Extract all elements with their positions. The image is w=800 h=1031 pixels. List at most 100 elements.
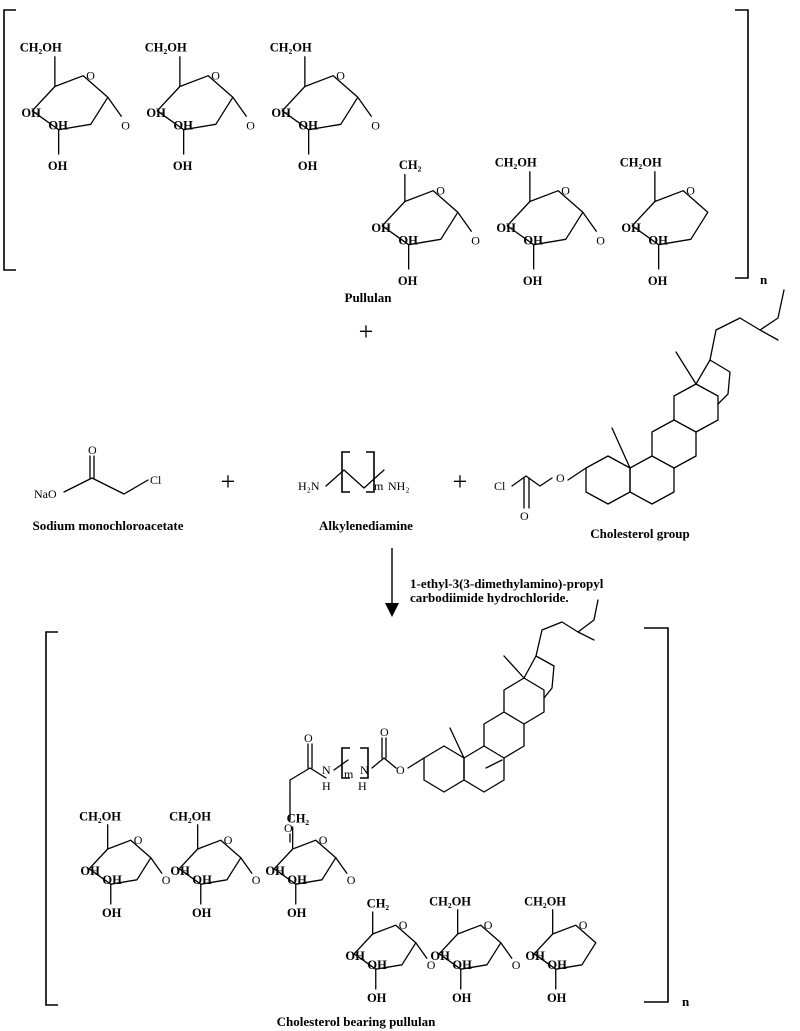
pullulan-right-bracket — [735, 9, 749, 279]
ether-o: O — [284, 821, 293, 835]
hydroxyl-oh: OH — [21, 106, 41, 120]
hydroxyl-oh: OH — [398, 274, 418, 288]
plus-sign-2: + — [221, 467, 236, 496]
hydroxyl-oh: OH — [452, 991, 472, 1005]
hydroxyl-oh: OH — [102, 906, 122, 920]
hydroxyl-oh: OH — [298, 159, 318, 173]
cl-atom-2: Cl — [494, 479, 506, 493]
hydroxyl-oh: OH — [430, 949, 450, 963]
ring-oxygen: O — [336, 69, 345, 83]
glycosidic-oxygen: O — [162, 873, 171, 887]
pullulan-label: Pullulan — [345, 290, 393, 305]
h2n-group: H₂N — [298, 479, 320, 493]
reagent-line-1: 1-ethyl-3(3-dimethylamino)-propyl — [410, 576, 604, 591]
ch2-group: CH₂ — [399, 158, 422, 172]
hydroxyl-oh: OH — [547, 991, 567, 1005]
ring-oxygen: O — [86, 69, 95, 83]
hydroxyl-oh: OH — [287, 873, 307, 887]
hydroxyl-oh: OH — [192, 873, 212, 887]
nh2-group: NH₂ — [388, 479, 410, 493]
carbamate-o: O — [380, 725, 389, 739]
glycosidic-oxygen: O — [121, 119, 130, 133]
ch2oh-group: CH₂OH — [495, 155, 537, 169]
ring-oxygen: O — [224, 833, 233, 847]
ch2oh-group: CH₂OH — [524, 894, 566, 908]
hydroxyl-oh: OH — [621, 221, 641, 235]
pullulan-left-bracket — [3, 9, 16, 271]
hydroxyl-oh: OH — [48, 119, 68, 133]
reagent-line-2: carbodiimide hydrochloride. — [410, 590, 569, 605]
glycosidic-oxygen: O — [596, 234, 605, 248]
hydroxyl-oh: OH — [371, 221, 391, 235]
nao-group: NaO — [34, 487, 57, 501]
product-label: Cholesterol bearing pullulan — [277, 1014, 436, 1029]
ring-oxygen: O — [686, 184, 695, 198]
glycosidic-bond — [107, 96, 122, 117]
glucose-ring: O CH₂OH OH OH OH — [620, 155, 709, 288]
alkylenediamine-label: Alkylenediamine — [319, 518, 413, 533]
hydroxyl-oh: OH — [170, 864, 190, 878]
glycosidic-oxygen: O — [347, 873, 356, 887]
hydroxyl-oh: OH — [648, 234, 668, 248]
hydroxyl-oh: OH — [547, 958, 567, 972]
pullulan-repeat-n: n — [760, 272, 768, 287]
hydroxyl-oh: OH — [367, 958, 387, 972]
carbamate-n: N — [360, 763, 369, 777]
cholesterol-chloroformate-structure: Cl O O — [494, 289, 785, 523]
ch2-group: CH₂ — [287, 812, 310, 826]
hydroxyl-oh: OH — [398, 234, 418, 248]
glucose-ring-bonds — [381, 190, 459, 246]
glycosidic-bond — [240, 857, 253, 874]
carbonyl-o-2: O — [520, 509, 529, 523]
ring-oxygen: O — [579, 918, 588, 932]
ring-oxygen: O — [134, 833, 143, 847]
hydroxyl-oh: OH — [173, 119, 193, 133]
ring-oxygen: O — [211, 69, 220, 83]
glucose-ring-bonds — [631, 190, 709, 246]
product-left-bracket — [45, 631, 58, 1006]
carbonyl-o: O — [88, 443, 97, 457]
hydroxyl-oh: OH — [173, 159, 193, 173]
glycosidic-bond — [457, 211, 472, 232]
glycosidic-bond — [357, 96, 372, 117]
hydroxyl-oh: OH — [80, 864, 100, 878]
ch2oh-group: CH₂OH — [145, 40, 187, 54]
hydroxyl-oh: OH — [496, 221, 516, 235]
cholesterol-group-label: Cholesterol group — [590, 526, 690, 541]
glycosidic-bond — [150, 857, 163, 874]
sodium-monochloroacetate-label: Sodium monochloroacetate — [32, 518, 183, 533]
glycosidic-oxygen: O — [471, 234, 480, 248]
glycosidic-oxygen: O — [371, 119, 380, 133]
glycosidic-oxygen: O — [246, 119, 255, 133]
ch2oh-group: CH₂OH — [79, 809, 121, 823]
ch2-group: CH₂ — [367, 897, 390, 911]
ch2oh-group: CH₂OH — [620, 155, 662, 169]
glycosidic-oxygen: O — [252, 873, 261, 887]
ring-oxygen: O — [399, 918, 408, 932]
hydroxyl-oh: OH — [648, 274, 668, 288]
ring-oxygen: O — [561, 184, 570, 198]
glycosidic-bond — [415, 942, 428, 959]
product-cholesterol-linker: O N H m N H O O O — [284, 599, 599, 843]
amide-o: O — [304, 731, 313, 745]
glycosidic-bond — [500, 942, 513, 959]
alkylenediamine-structure: H₂N m NH₂ — [298, 451, 410, 493]
hydroxyl-oh: OH — [523, 274, 543, 288]
hydroxyl-oh: OH — [102, 873, 122, 887]
hydroxyl-oh: OH — [48, 159, 68, 173]
hydroxyl-oh: OH — [452, 958, 472, 972]
product-right-bracket — [644, 627, 669, 1003]
glycosidic-bond — [335, 857, 348, 874]
carbamate-ester-o: O — [396, 763, 405, 777]
ch2oh-group: CH₂OH — [270, 40, 312, 54]
